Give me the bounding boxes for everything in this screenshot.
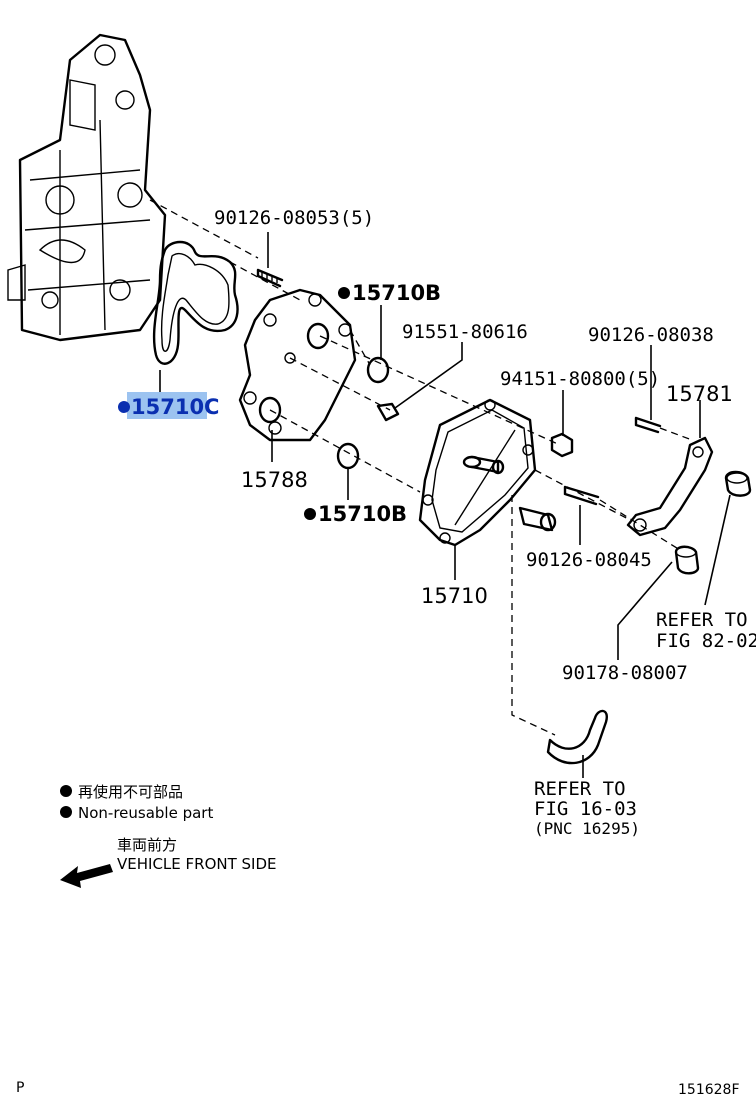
label-90126-08045: 90126-08045 [526, 549, 652, 571]
plug-91551-80616-drawing [376, 402, 400, 422]
stud-90126-08053-drawing [256, 268, 284, 288]
front-arrow-icon [60, 864, 113, 888]
assembly-lines [149, 199, 693, 736]
label-90126-08053: 90126-08053(5) [214, 207, 374, 229]
leader-lines [159, 232, 731, 778]
label-15710: 15710 [421, 584, 488, 608]
stud-90126-08045-drawing [563, 485, 600, 506]
engine-block-drawing [7, 33, 167, 342]
plate-15788-drawing [238, 288, 357, 442]
legend-dot-en [60, 806, 72, 818]
label-15710c[interactable]: 15710C [131, 395, 219, 419]
gasket-15710c-drawing [152, 240, 239, 365]
label-15788: 15788 [241, 468, 308, 492]
legend-non-reusable-en: Non-reusable part [78, 804, 213, 822]
cushion-90178-08007-drawing [674, 545, 700, 575]
label-94151-80800: 94151-80800(5) [500, 368, 660, 390]
non-reusable-dot-15710b-bottom [304, 508, 316, 520]
legend-front-en: VEHICLE FRONT SIDE [117, 855, 277, 873]
label-refer-16-03-line2: FIG 16-03 [534, 798, 637, 820]
label-90126-08038: 90126-08038 [588, 324, 714, 346]
nut-94151-80800-drawing [550, 432, 574, 458]
label-90178-08007: 90178-08007 [562, 662, 688, 684]
label-15710b-bottom: 15710B [318, 502, 407, 526]
non-reusable-dot-15710b-top [338, 287, 350, 299]
cushion-fig-82-02-drawing [724, 470, 752, 497]
hose-fig-16-03-drawing [546, 709, 608, 765]
oil-cooler-15710-drawing [418, 398, 557, 547]
label-15710b-top: 15710B [352, 281, 441, 305]
highlight-15710c [127, 392, 207, 419]
footer-mark: P [16, 1080, 24, 1096]
figure-id: 151628F [678, 1082, 740, 1098]
label-refer-16-03-line1: REFER TO [534, 778, 626, 800]
legend-non-reusable-jp: 再使用不可部品 [78, 783, 183, 801]
bolt-90126-08038-drawing [634, 416, 662, 434]
non-reusable-dot-15710c [118, 401, 130, 413]
bracket-15781-drawing [626, 436, 714, 537]
label-91551-80616: 91551-80616 [402, 321, 528, 343]
legend-front-jp: 車両前方 [117, 836, 177, 854]
oring-15710b-top-drawing [366, 356, 390, 384]
label-refer-82-02-line1: REFER TO [656, 609, 748, 631]
label-15781: 15781 [666, 382, 733, 406]
label-refer-82-02-line2: FIG 82-02 [656, 630, 756, 652]
legend-dot-jp [60, 785, 72, 797]
label-refer-16-03-line3: (PNC 16295) [534, 819, 640, 838]
